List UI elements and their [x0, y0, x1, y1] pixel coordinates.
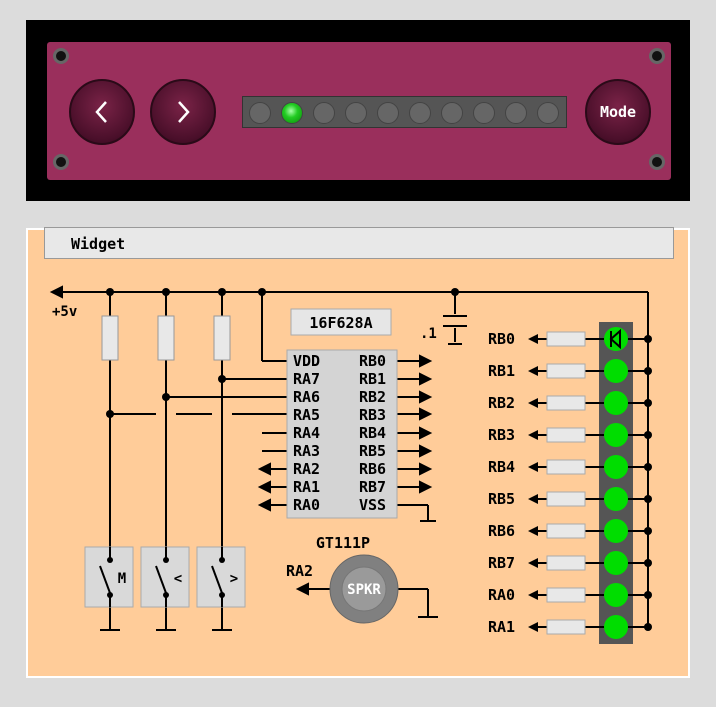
- chip-pin-rb7: RB7: [359, 478, 386, 496]
- led-row-2: RB2: [488, 391, 652, 415]
- led-indicator-2: [313, 102, 335, 124]
- chip-pin-ra6: RA6: [293, 388, 320, 406]
- chip-pin-rb1: RB1: [359, 370, 386, 388]
- led-row-3: RB3: [488, 423, 652, 447]
- switch-2[interactable]: >: [196, 546, 246, 608]
- speaker-input: RA2: [286, 562, 313, 580]
- led-label-ra1: RA1: [488, 618, 515, 636]
- chip-name: 16F628A: [309, 314, 372, 332]
- led-row-4: RB4: [488, 455, 652, 479]
- chip-pin-ra3: RA3: [293, 442, 320, 460]
- switch-label-2: >: [230, 571, 238, 587]
- screw-top-left: [53, 48, 69, 64]
- led-row-9: RA1: [488, 615, 652, 639]
- chip-pin-rb6: RB6: [359, 460, 386, 478]
- led-indicator-4: [377, 102, 399, 124]
- chevron-left-icon: [95, 101, 107, 123]
- mode-button-label: Mode: [599, 103, 637, 121]
- widget-titlebar: Widget: [44, 227, 674, 259]
- prev-button[interactable]: [69, 79, 135, 145]
- switch-label-1: <: [174, 571, 182, 587]
- chip-pin-rb0: RB0: [359, 352, 386, 370]
- led-indicator-5: [409, 102, 431, 124]
- led-label-rb6: RB6: [488, 522, 515, 540]
- chip-pin-rb2: RB2: [359, 388, 386, 406]
- speaker-inner: [341, 566, 387, 612]
- led-row-5: RB5: [488, 487, 652, 511]
- led-label-rb7: RB7: [488, 554, 515, 572]
- led-indicator-9: [537, 102, 559, 124]
- supply-label: +5v: [52, 304, 77, 320]
- led-indicator-0: [249, 102, 271, 124]
- led-label-rb2: RB2: [488, 394, 515, 412]
- chip-pin-rb4: RB4: [359, 424, 386, 442]
- led-label-ra0: RA0: [488, 586, 515, 604]
- chip-pin-ra5: RA5: [293, 406, 320, 424]
- chip-pin-vdd: VDD: [293, 352, 320, 370]
- chip-pin-vss: VSS: [359, 496, 386, 514]
- switch-label-0: M: [118, 571, 126, 587]
- led-row-7: RB7: [488, 551, 652, 575]
- led-row-6: RB6: [488, 519, 652, 543]
- switch-0[interactable]: M: [84, 546, 134, 608]
- screw-bottom-right: [649, 154, 665, 170]
- screw-bottom-left: [53, 154, 69, 170]
- chip-body: [286, 349, 398, 519]
- led-indicator-1: [281, 102, 303, 124]
- chip-pin-ra4: RA4: [293, 424, 320, 442]
- led-label-rb4: RB4: [488, 458, 515, 476]
- led-indicator-6: [441, 102, 463, 124]
- mode-button[interactable]: Mode: [585, 79, 651, 145]
- screw-top-right: [649, 48, 665, 64]
- led-label-rb0: RB0: [488, 330, 515, 348]
- chip-pin-rb5: RB5: [359, 442, 386, 460]
- led-label-rb5: RB5: [488, 490, 515, 508]
- switch-1[interactable]: <: [140, 546, 190, 608]
- chip-pin-ra0: RA0: [293, 496, 320, 514]
- led-label-rb3: RB3: [488, 426, 515, 444]
- next-button[interactable]: [150, 79, 216, 145]
- resistor-3: [213, 315, 231, 361]
- widget-title: Widget: [71, 235, 126, 253]
- chip-pin-ra1: RA1: [293, 478, 320, 496]
- resistor-2: [157, 315, 175, 361]
- chevron-right-icon: [178, 101, 190, 123]
- cap-label: .1: [420, 326, 437, 342]
- diode-icon: [609, 328, 621, 350]
- led-row-8: RA0: [488, 583, 652, 607]
- led-indicator-8: [505, 102, 527, 124]
- chip-name-box: [290, 308, 392, 336]
- led-indicator-7: [473, 102, 495, 124]
- speaker-label: SPKR: [347, 582, 381, 598]
- chip-pin-ra7: RA7: [293, 370, 320, 388]
- resistor-1: [101, 315, 119, 361]
- led-label-rb1: RB1: [488, 362, 515, 380]
- chip-pin-rb3: RB3: [359, 406, 386, 424]
- led-indicator-3: [345, 102, 367, 124]
- chip-pin-ra2: RA2: [293, 460, 320, 478]
- led-bar: [242, 96, 567, 128]
- speaker-part: GT111P: [316, 534, 370, 552]
- led-row-1: RB1: [488, 359, 652, 383]
